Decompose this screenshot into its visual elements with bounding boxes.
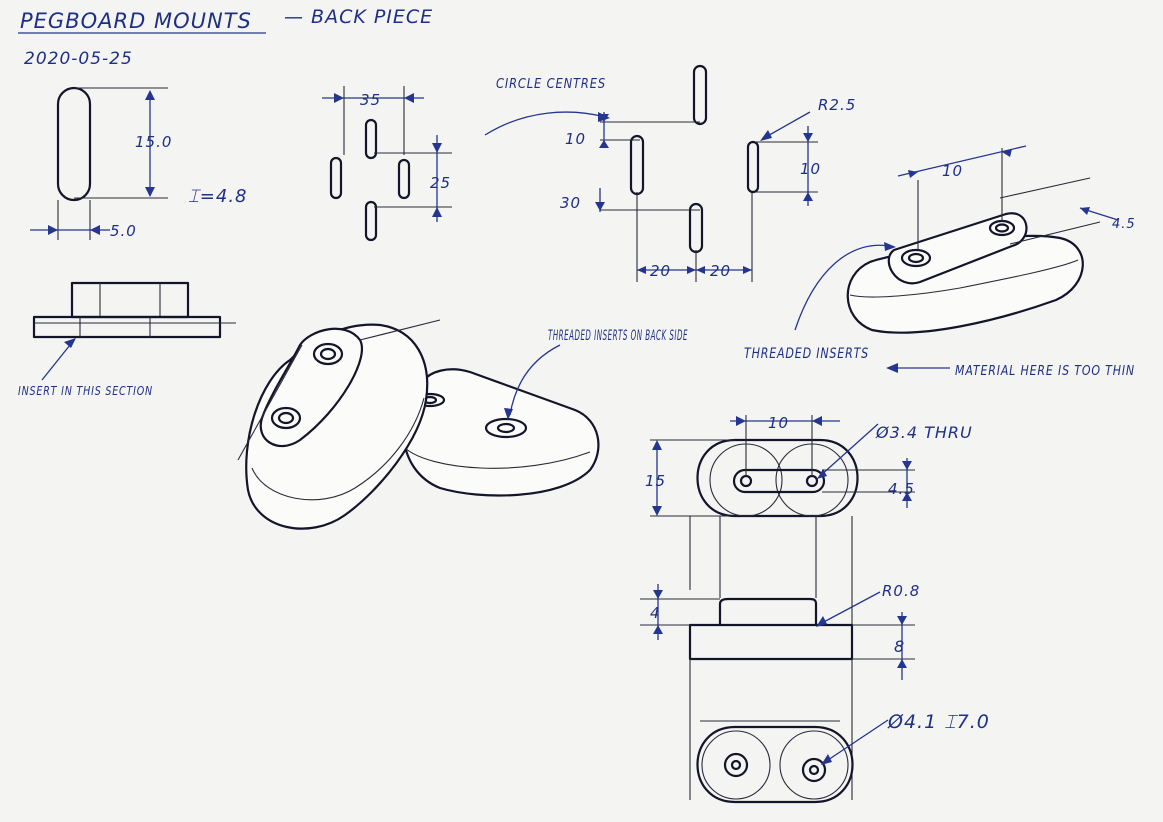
bottom-hole-label: Ø4.1 ⌶7.0	[887, 711, 990, 733]
circle-centres-note: CIRCLE CENTRES	[496, 77, 606, 92]
slot-depth-label: ⌶=4.8	[188, 186, 248, 207]
plan-view: 10 Ø3.4 THRU 15 4.5	[645, 414, 973, 625]
base-height-label: 8	[894, 637, 905, 656]
sheet-date: 2020-05-25	[24, 49, 133, 69]
threaded-back-note: THREADED INSERTS ON BACK SIDE	[548, 328, 688, 344]
slot-width-label: 5.0	[110, 222, 137, 240]
slot-view: 15.0 5.0 ⌶=4.8	[30, 86, 248, 240]
bottom-view: Ø4.1 ⌶7.0	[696, 711, 990, 804]
sheet-title: PEGBOARD MOUNTS	[20, 9, 252, 33]
iso-hole-spacing-label: 4.5	[1112, 217, 1136, 232]
pattern-spacing-x: 35	[360, 91, 381, 109]
pitch-1-label: 20	[650, 262, 671, 280]
iso-sketch: THREADED INSERTS ON BACK SIDE	[237, 319, 688, 530]
lower-offset-label: 30	[560, 194, 581, 212]
notes-right: THREADED INSERTS MATERIAL HERE IS TOO TH…	[744, 346, 1135, 379]
iso-width-label: 10	[942, 162, 963, 180]
plan-height-label: 15	[645, 472, 666, 490]
side-section-view: INSERT IN THIS SECTION	[18, 281, 236, 398]
edge-radius-label: R0.8	[882, 582, 920, 600]
plan-hole-spacing-label: 4.5	[888, 480, 915, 498]
plan-hole-label: Ø3.4 THRU	[875, 423, 973, 442]
iso-view-top: 10 4.5	[794, 145, 1136, 334]
insert-note: INSERT IN THIS SECTION	[18, 384, 153, 398]
side-view: 4 8 R0.8	[640, 582, 920, 800]
sheet-subtitle: — BACK PIECE	[284, 6, 433, 28]
slot-outline	[56, 86, 92, 202]
pattern-spacing-y: 25	[430, 174, 451, 192]
slot-radius-label: R2.5	[818, 96, 856, 114]
threaded-note: THREADED INSERTS	[744, 346, 869, 362]
boss-height-label: 4	[650, 604, 661, 622]
hole-pattern-view: 35 25	[322, 86, 452, 242]
plan-width-label: 10	[768, 414, 789, 432]
pitch-2-label: 20	[710, 262, 731, 280]
slot-length-label: 10	[800, 160, 821, 178]
slot-height-label: 15.0	[135, 133, 172, 151]
circle-centres-view: CIRCLE CENTRES 10 30 20 20 10 R	[484, 64, 856, 282]
material-note: MATERIAL HERE IS TOO THIN	[955, 364, 1135, 379]
header: PEGBOARD MOUNTS — BACK PIECE 2020-05-25	[18, 6, 433, 69]
top-offset-label: 10	[565, 130, 586, 148]
